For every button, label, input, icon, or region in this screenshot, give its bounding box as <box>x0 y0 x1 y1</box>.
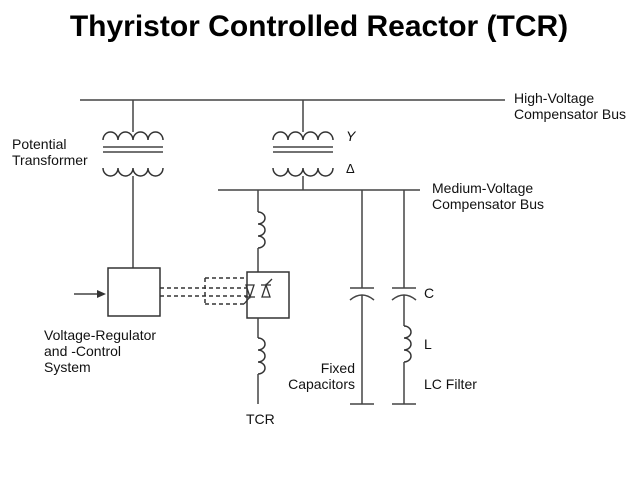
voltage-regulator-label: Voltage-Regulator and -Control System <box>44 327 156 375</box>
delta-label: Δ <box>346 161 355 176</box>
pt-label-line2: Transformer <box>12 152 88 168</box>
mv-bus-label: Medium-Voltage Compensator Bus <box>432 180 544 212</box>
l-label: L <box>424 336 432 352</box>
thyristor-box <box>246 271 290 319</box>
mv-bus-label-line1: Medium-Voltage <box>432 180 534 196</box>
vr-label-line3: System <box>44 359 91 375</box>
page-title: Thyristor Controlled Reactor (TCR) <box>69 10 569 43</box>
mv-bus-label-line2: Compensator Bus <box>432 196 545 212</box>
fixed-label-line2: Capacitors <box>288 376 355 392</box>
pt-label-line1: Potential <box>12 136 67 152</box>
fixed-capacitor-branch <box>349 190 375 405</box>
tcr-label: TCR <box>246 411 275 427</box>
hv-bus-label: High-Voltage Compensator Bus <box>514 90 626 122</box>
hv-bus-label-line2: Compensator Bus <box>514 106 627 122</box>
potential-transformer <box>102 100 164 268</box>
y-delta-transformer <box>272 100 334 190</box>
control-signal-lines <box>160 277 247 305</box>
potential-transformer-label: Potential Transformer <box>12 136 88 168</box>
input-arrow <box>74 290 106 298</box>
voltage-regulator-box <box>107 267 161 317</box>
fixed-label-line1: Fixed <box>320 360 355 376</box>
vr-label-line2: and -Control <box>44 343 122 359</box>
thyristor-pair-icon <box>243 278 273 305</box>
lc-filter-label: LC Filter <box>424 376 477 392</box>
fixed-capacitors-label: Fixed Capacitors <box>280 360 355 392</box>
lc-filter-branch <box>391 190 417 405</box>
c-label: C <box>424 285 435 301</box>
vr-label-line1: Voltage-Regulator <box>44 327 157 343</box>
hv-bus-label-line1: High-Voltage <box>514 90 595 106</box>
y-label: Y <box>346 128 356 144</box>
tcr-branch <box>243 190 290 404</box>
